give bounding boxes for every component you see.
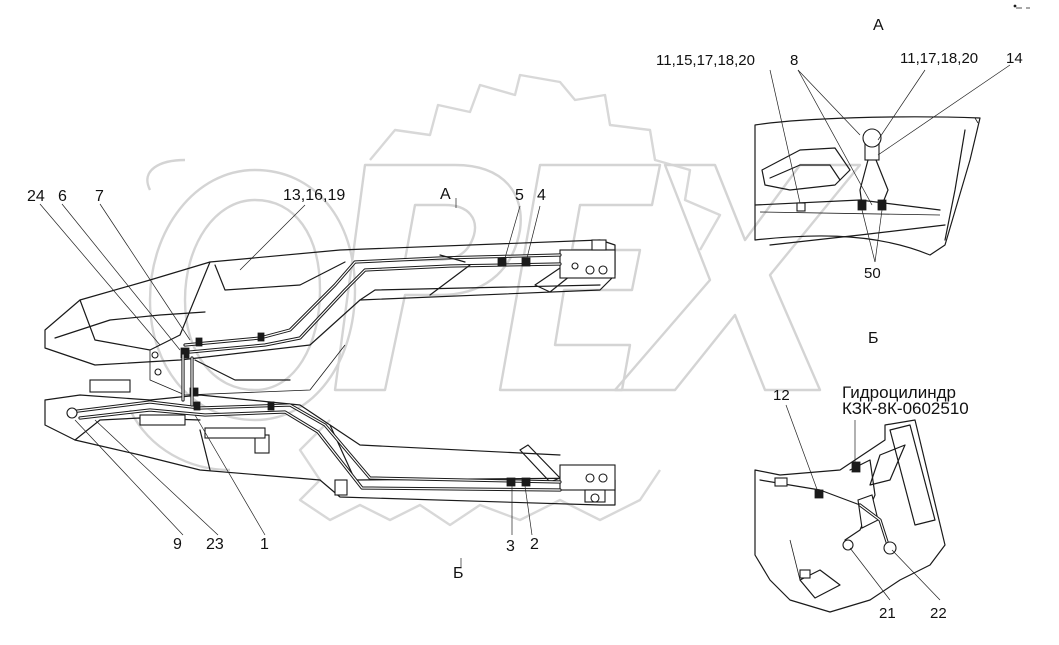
lower-hose-lines [66,387,562,492]
callout-6: 6 [58,188,67,205]
detail-a-title: А [873,17,884,34]
view-b-marker: Б [453,565,464,582]
detail-a-callout-11-15-17-18-20: 11,15,17,18,20 [656,52,755,69]
callout-3: 3 [506,538,515,555]
watermark-gear-icon [298,73,722,527]
labels: А Б А Б Гидроцилиндр КЗК-8К-0602510 24 6… [27,17,1023,622]
callout-23: 23 [206,536,224,553]
cross-hose-lines [89,351,291,407]
detail-a-callout-14: 14 [1006,50,1023,67]
detail-view-a [754,116,981,256]
detail-view-b [754,419,946,613]
callout-5: 5 [515,187,524,204]
callout-1: 1 [260,536,269,553]
detail-a-callout-11-17-18-20: 11,17,18,20 [900,50,978,67]
detail-b-title: Б [868,330,879,347]
detail-b-callout-12: 12 [773,387,790,404]
detail-a-callout-8: 8 [790,52,798,69]
callout-9: 9 [173,536,182,553]
upper-frame-rail [44,239,616,396]
detail-a-callout-50: 50 [864,265,881,282]
cylinder-code: КЗК-8К-0602510 [842,399,969,418]
leader-lines [39,64,1011,601]
callout-13-16-19: 13,16,19 [283,187,345,204]
watermark-logo [128,73,862,527]
lower-frame-rail [44,394,616,506]
cylinder-name: Гидроцилиндр [842,383,956,402]
callout-4: 4 [537,187,546,204]
corner-mark [1013,4,1030,9]
upper-hose-lines [180,253,562,359]
detail-b-callout-21: 21 [879,605,896,622]
callout-2: 2 [530,536,539,553]
callout-24: 24 [27,188,45,205]
detail-b-callout-22: 22 [930,605,947,622]
view-a-marker: А [440,186,451,203]
callout-7: 7 [95,188,104,205]
